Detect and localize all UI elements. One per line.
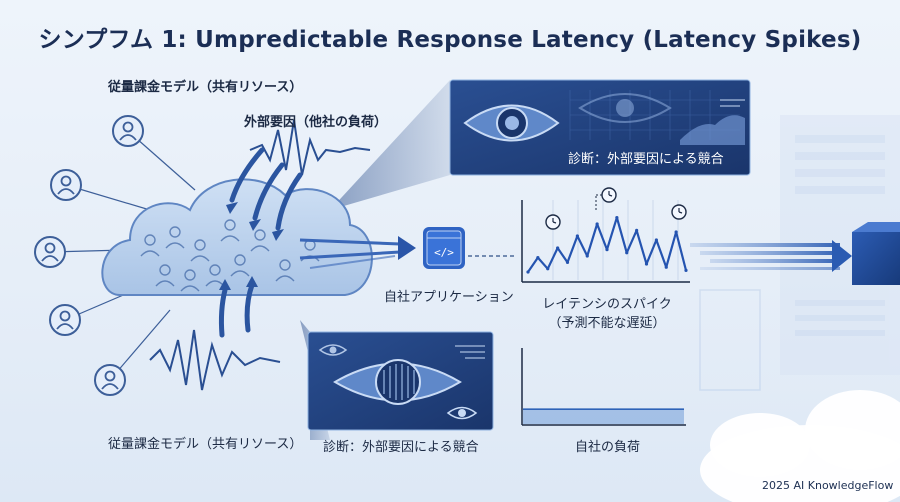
latency-data-point (526, 270, 530, 274)
clock-icon (545, 214, 561, 230)
latency-data-point (644, 262, 649, 266)
external-load-arrows (218, 147, 303, 338)
external-factor-label: 外部要因（他社の負荷） (244, 115, 388, 130)
diagnosis-caption-top: 診断：外部要因による競合 (568, 152, 724, 167)
code-window-icon: </> (423, 227, 465, 269)
latency-data-point (684, 268, 688, 272)
latency-spike-label-line2: （予測不能な遅延） (548, 316, 666, 331)
page-title: シンプフム 1: Umpredictable Response Latency … (38, 27, 862, 53)
svg-text:</>: </> (434, 246, 454, 259)
latency-data-point (546, 267, 550, 271)
latency-data-point (565, 260, 570, 264)
flow-to-app-arrow (299, 236, 416, 269)
latency-data-point (575, 234, 579, 238)
latency-data-point (595, 222, 599, 226)
latency-data-point (654, 238, 658, 242)
server-block-icon (852, 222, 900, 285)
load-chart-area (523, 409, 684, 424)
own-application-label: 自社アプリケーション (384, 290, 514, 305)
latency-data-point (536, 256, 540, 260)
clock-icon (671, 204, 687, 220)
decorative-cloud-bottom-right (700, 390, 900, 502)
own-load-label: 自社の負荷 (575, 440, 641, 455)
eye-icon-small-bottom-left (318, 344, 348, 356)
eye-icon-large-top (463, 104, 560, 142)
latency-spike-label-line1: レイテンシのスパイク (542, 297, 672, 312)
flow-to-server-arrow (690, 240, 852, 272)
eye-icon-faded-top (578, 93, 672, 123)
eye-icon-large-bottom (333, 359, 462, 405)
diagnostic-panel-top (449, 79, 751, 176)
latency-data-point (585, 254, 589, 258)
latency-data-point (635, 228, 639, 232)
latency-data-point (674, 230, 678, 234)
user-avatar-icons (34, 115, 144, 396)
focus-beam-top (330, 80, 450, 210)
external-load-waveform-bottom (149, 329, 281, 391)
diagnostic-panel-bottom (307, 331, 494, 431)
latency-data-point (625, 251, 629, 255)
latency-data-point (664, 265, 668, 269)
clock-icon-group (545, 187, 687, 230)
eye-icon-small-bottom-right (446, 406, 478, 420)
usage-model-label-bottom: 従量課金モデル（共有リソース） (108, 437, 303, 452)
latency-data-point (615, 216, 619, 220)
latency-data-point (605, 248, 609, 252)
latency-spike-label: レイテンシのスパイク （予測不能な遅延） (522, 293, 692, 331)
diagnosis-caption-bottom: 診断：外部要因による競合 (323, 440, 479, 455)
latency-data-point (556, 246, 560, 250)
external-load-arrowheads (219, 202, 284, 290)
usage-model-label-top: 従量課金モデル（共有リソース） (108, 80, 303, 95)
footer-copyright: 2025 AI KnowledgeFlow (762, 479, 894, 492)
